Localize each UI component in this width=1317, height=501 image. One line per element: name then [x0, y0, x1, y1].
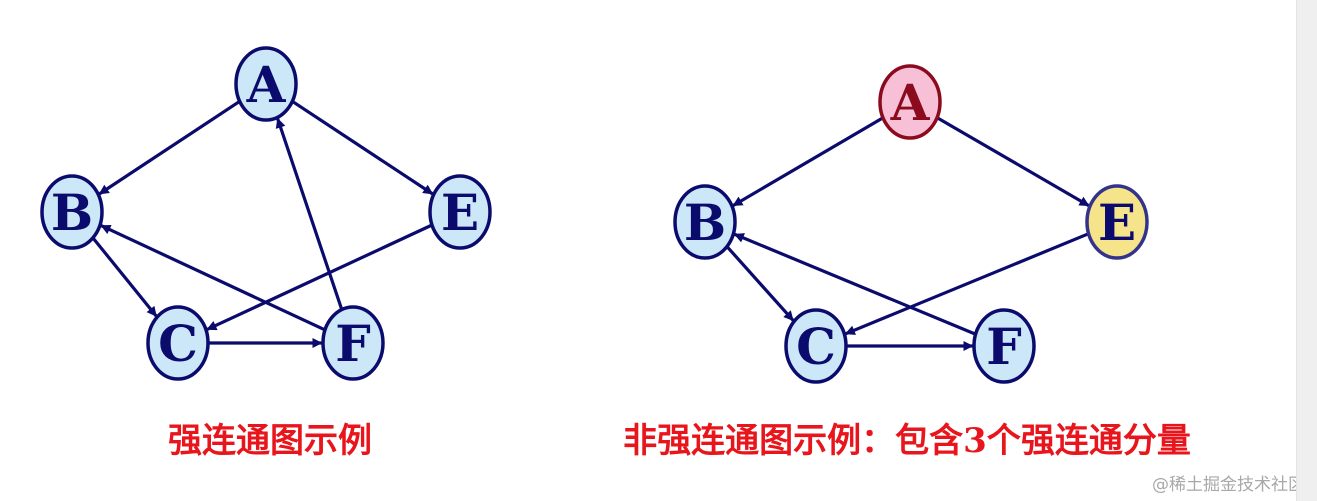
- edge-f-to-a: [275, 117, 344, 311]
- node-circle: [878, 64, 942, 140]
- edge-e-to-c: [206, 223, 433, 332]
- node-circle: [1085, 184, 1149, 260]
- caption-strongly-connected: 强连通图示例: [168, 421, 372, 461]
- node-label: F: [335, 314, 371, 373]
- watermark: @稀土掘金技术社区: [1152, 475, 1305, 495]
- node-label: B: [51, 183, 93, 242]
- node-a: A: [878, 64, 942, 140]
- edge-f-to-b: [733, 232, 977, 336]
- node-c: C: [146, 305, 210, 381]
- node-circle: [321, 305, 385, 381]
- node-circle: [428, 174, 492, 250]
- node-circle: [40, 174, 104, 250]
- node-b: B: [40, 174, 104, 250]
- node-label: E: [441, 183, 479, 242]
- caption-non-strongly-connected: 非强连通图示例：包含3个强连通分量: [623, 421, 1191, 461]
- graph-edges: [725, 116, 1090, 351]
- node-label: A: [890, 73, 931, 132]
- node-label: E: [1098, 193, 1136, 252]
- node-label: C: [796, 317, 836, 376]
- graph-nodes: A B C E F: [673, 64, 1149, 384]
- edge-a-to-b: [732, 116, 884, 208]
- node-label: B: [684, 193, 726, 252]
- strongly-connected-graph: A B C E F 强连通图示例: [40, 46, 492, 461]
- node-e: E: [1085, 184, 1149, 260]
- node-circle: [234, 46, 298, 122]
- edge-b-to-c: [91, 236, 158, 318]
- graph-nodes: A B C E F: [40, 46, 492, 381]
- edge-a-to-e: [291, 100, 434, 196]
- node-b: B: [673, 184, 737, 260]
- vertical-scrollbar[interactable]: [1296, 0, 1317, 501]
- non-strongly-connected-graph: A B C E F 非强连通图示例：包含3个强连通分量: [623, 64, 1191, 461]
- edge-b-to-c: [725, 245, 795, 322]
- edge-f-to-b: [100, 224, 326, 332]
- node-a: A: [234, 46, 298, 122]
- node-c: C: [784, 308, 848, 384]
- node-circle: [972, 308, 1036, 384]
- node-circle: [146, 305, 210, 381]
- node-circle: [673, 184, 737, 260]
- node-f: F: [972, 308, 1036, 384]
- edge-a-to-e: [936, 116, 1090, 208]
- graph-edges: [91, 100, 434, 348]
- node-label: A: [246, 55, 287, 114]
- node-label: C: [158, 314, 198, 373]
- node-f: F: [321, 305, 385, 381]
- node-circle: [784, 308, 848, 384]
- edge-a-to-b: [98, 100, 241, 196]
- node-e: E: [428, 174, 492, 250]
- edge-e-to-c: [844, 232, 1090, 336]
- node-label: F: [986, 317, 1022, 376]
